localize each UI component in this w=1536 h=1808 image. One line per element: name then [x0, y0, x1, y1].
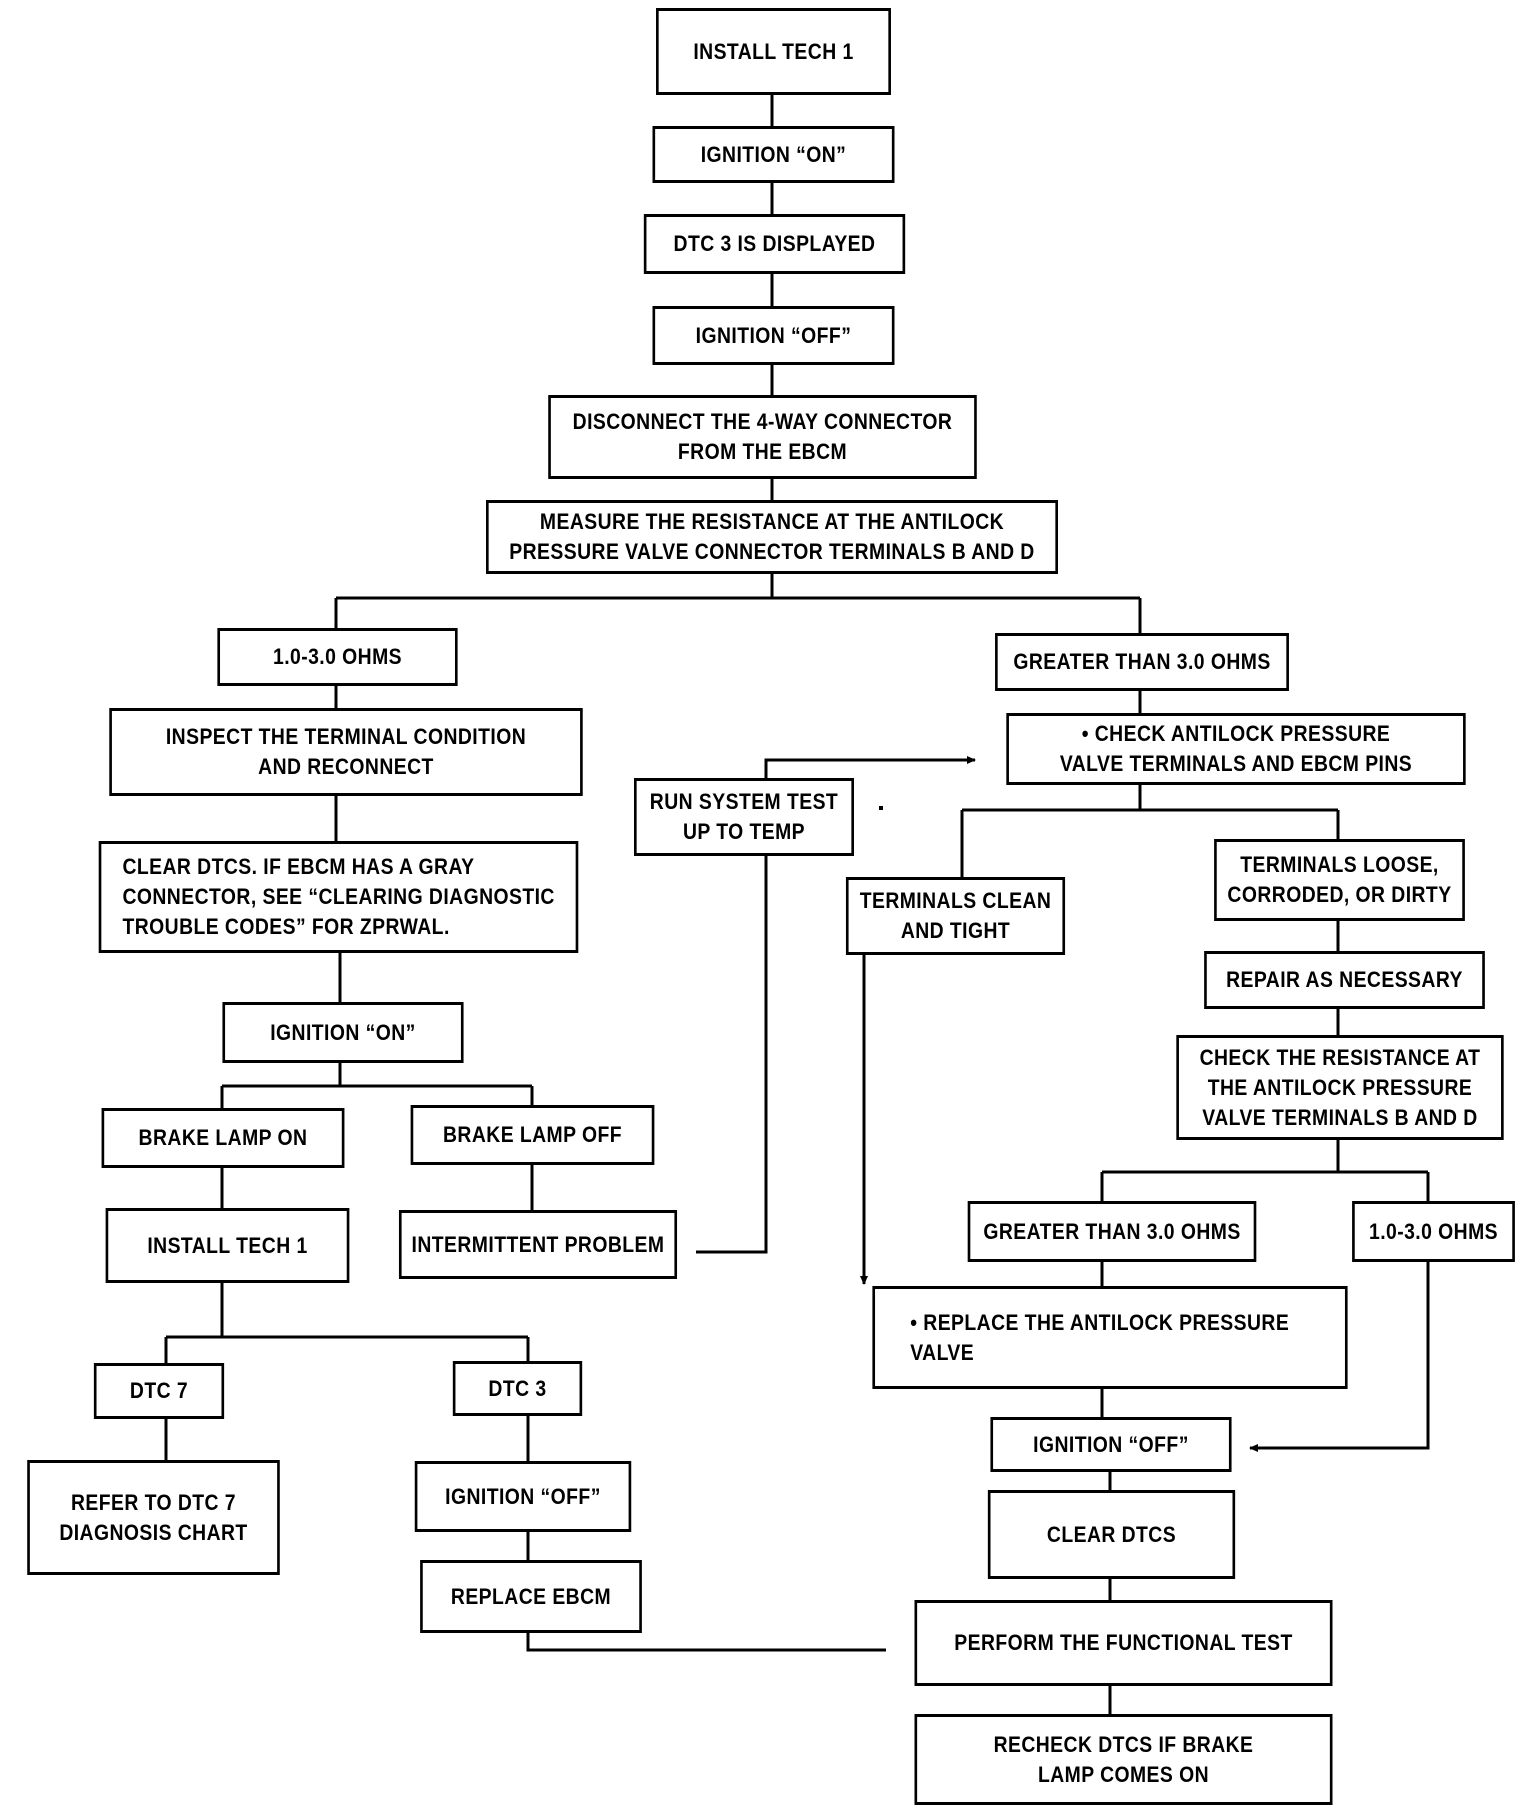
- node-ignition-off-3: IGNITION “OFF”: [414, 1461, 632, 1532]
- node-greater-3-lower: GREATER THAN 3.0 OHMS: [967, 1201, 1257, 1262]
- edge-ignition-on2-split: [220, 1063, 534, 1108]
- node-ignition-off-1: IGNITION “OFF”: [652, 306, 895, 365]
- node-dtc7: DTC 7: [93, 1363, 225, 1419]
- edge-measure-split: [334, 574, 1142, 633]
- node-terminals-clean: TERMINALS CLEAN AND TIGHT: [845, 877, 1066, 955]
- node-check-antilock-pins: • CHECK ANTILOCK PRESSURE VALVE TERMINAL…: [1006, 713, 1466, 785]
- edge-install-split: [164, 1283, 530, 1363]
- node-replace-ebcm: REPLACE EBCM: [420, 1560, 642, 1633]
- node-clear-dtcs-gray: CLEAR DTCS. IF EBCM HAS A GRAY CONNECTOR…: [98, 841, 579, 953]
- node-replace-valve: • REPLACE THE ANTILOCK PRESSURE VALVE: [872, 1286, 1348, 1389]
- node-dtc3-displayed: DTC 3 IS DISPLAYED: [643, 214, 906, 274]
- node-check-resistance: CHECK THE RESISTANCE AT THE ANTILOCK PRE…: [1176, 1035, 1504, 1140]
- edge-intermittent-loop: [696, 856, 768, 1254]
- node-dtc3: DTC 3: [452, 1361, 583, 1416]
- edge-check-split: [960, 785, 1340, 877]
- node-functional-test: PERFORM THE FUNCTIONAL TEST: [914, 1600, 1333, 1686]
- node-ohms-1-3-right: 1.0-3.0 OHMS: [1352, 1201, 1515, 1262]
- node-refer-dtc7: REFER TO DTC 7 DIAGNOSIS CHART: [27, 1460, 280, 1575]
- node-clear-dtcs: CLEAR DTCS: [987, 1490, 1236, 1579]
- edge-check-resistance-split: [1100, 1140, 1430, 1201]
- edge-ohms-right-to-ignition-off4: [1249, 1262, 1430, 1452]
- node-measure-resistance: MEASURE THE RESISTANCE AT THE ANTILOCK P…: [486, 500, 1058, 574]
- node-install-tech1-top: INSTALL TECH 1: [656, 8, 891, 95]
- node-intermittent-problem: INTERMITTENT PROBLEM: [398, 1210, 678, 1279]
- node-recheck-dtcs: RECHECK DTCS IF BRAKE LAMP COMES ON: [914, 1714, 1333, 1805]
- node-ohms-1-3-left: 1.0-3.0 OHMS: [217, 628, 458, 686]
- node-ignition-on-2: IGNITION “ON”: [222, 1002, 464, 1063]
- node-inspect-terminal: INSPECT THE TERMINAL CONDITION AND RECON…: [109, 708, 583, 796]
- edge-run-test-to-check: [764, 756, 976, 778]
- stray-dot: [879, 806, 883, 810]
- edge-replace-ebcm-to-functional: [526, 1633, 886, 1652]
- node-greater-3-right: GREATER THAN 3.0 OHMS: [995, 633, 1289, 691]
- node-brake-lamp-on: BRAKE LAMP ON: [101, 1108, 345, 1168]
- node-repair-necessary: REPAIR AS NECESSARY: [1204, 951, 1485, 1009]
- node-install-tech1-lower: INSTALL TECH 1: [105, 1208, 350, 1283]
- node-ignition-on-1: IGNITION “ON”: [652, 126, 895, 183]
- node-brake-lamp-off: BRAKE LAMP OFF: [410, 1105, 655, 1165]
- node-terminals-loose: TERMINALS LOOSE, CORRODED, OR DIRTY: [1214, 839, 1465, 921]
- node-run-system-test: RUN SYSTEM TEST UP TO TEMP: [634, 778, 854, 856]
- node-disconnect-connector: DISCONNECT THE 4-WAY CONNECTOR FROM THE …: [548, 395, 977, 479]
- node-ignition-off-4: IGNITION “OFF”: [990, 1417, 1232, 1472]
